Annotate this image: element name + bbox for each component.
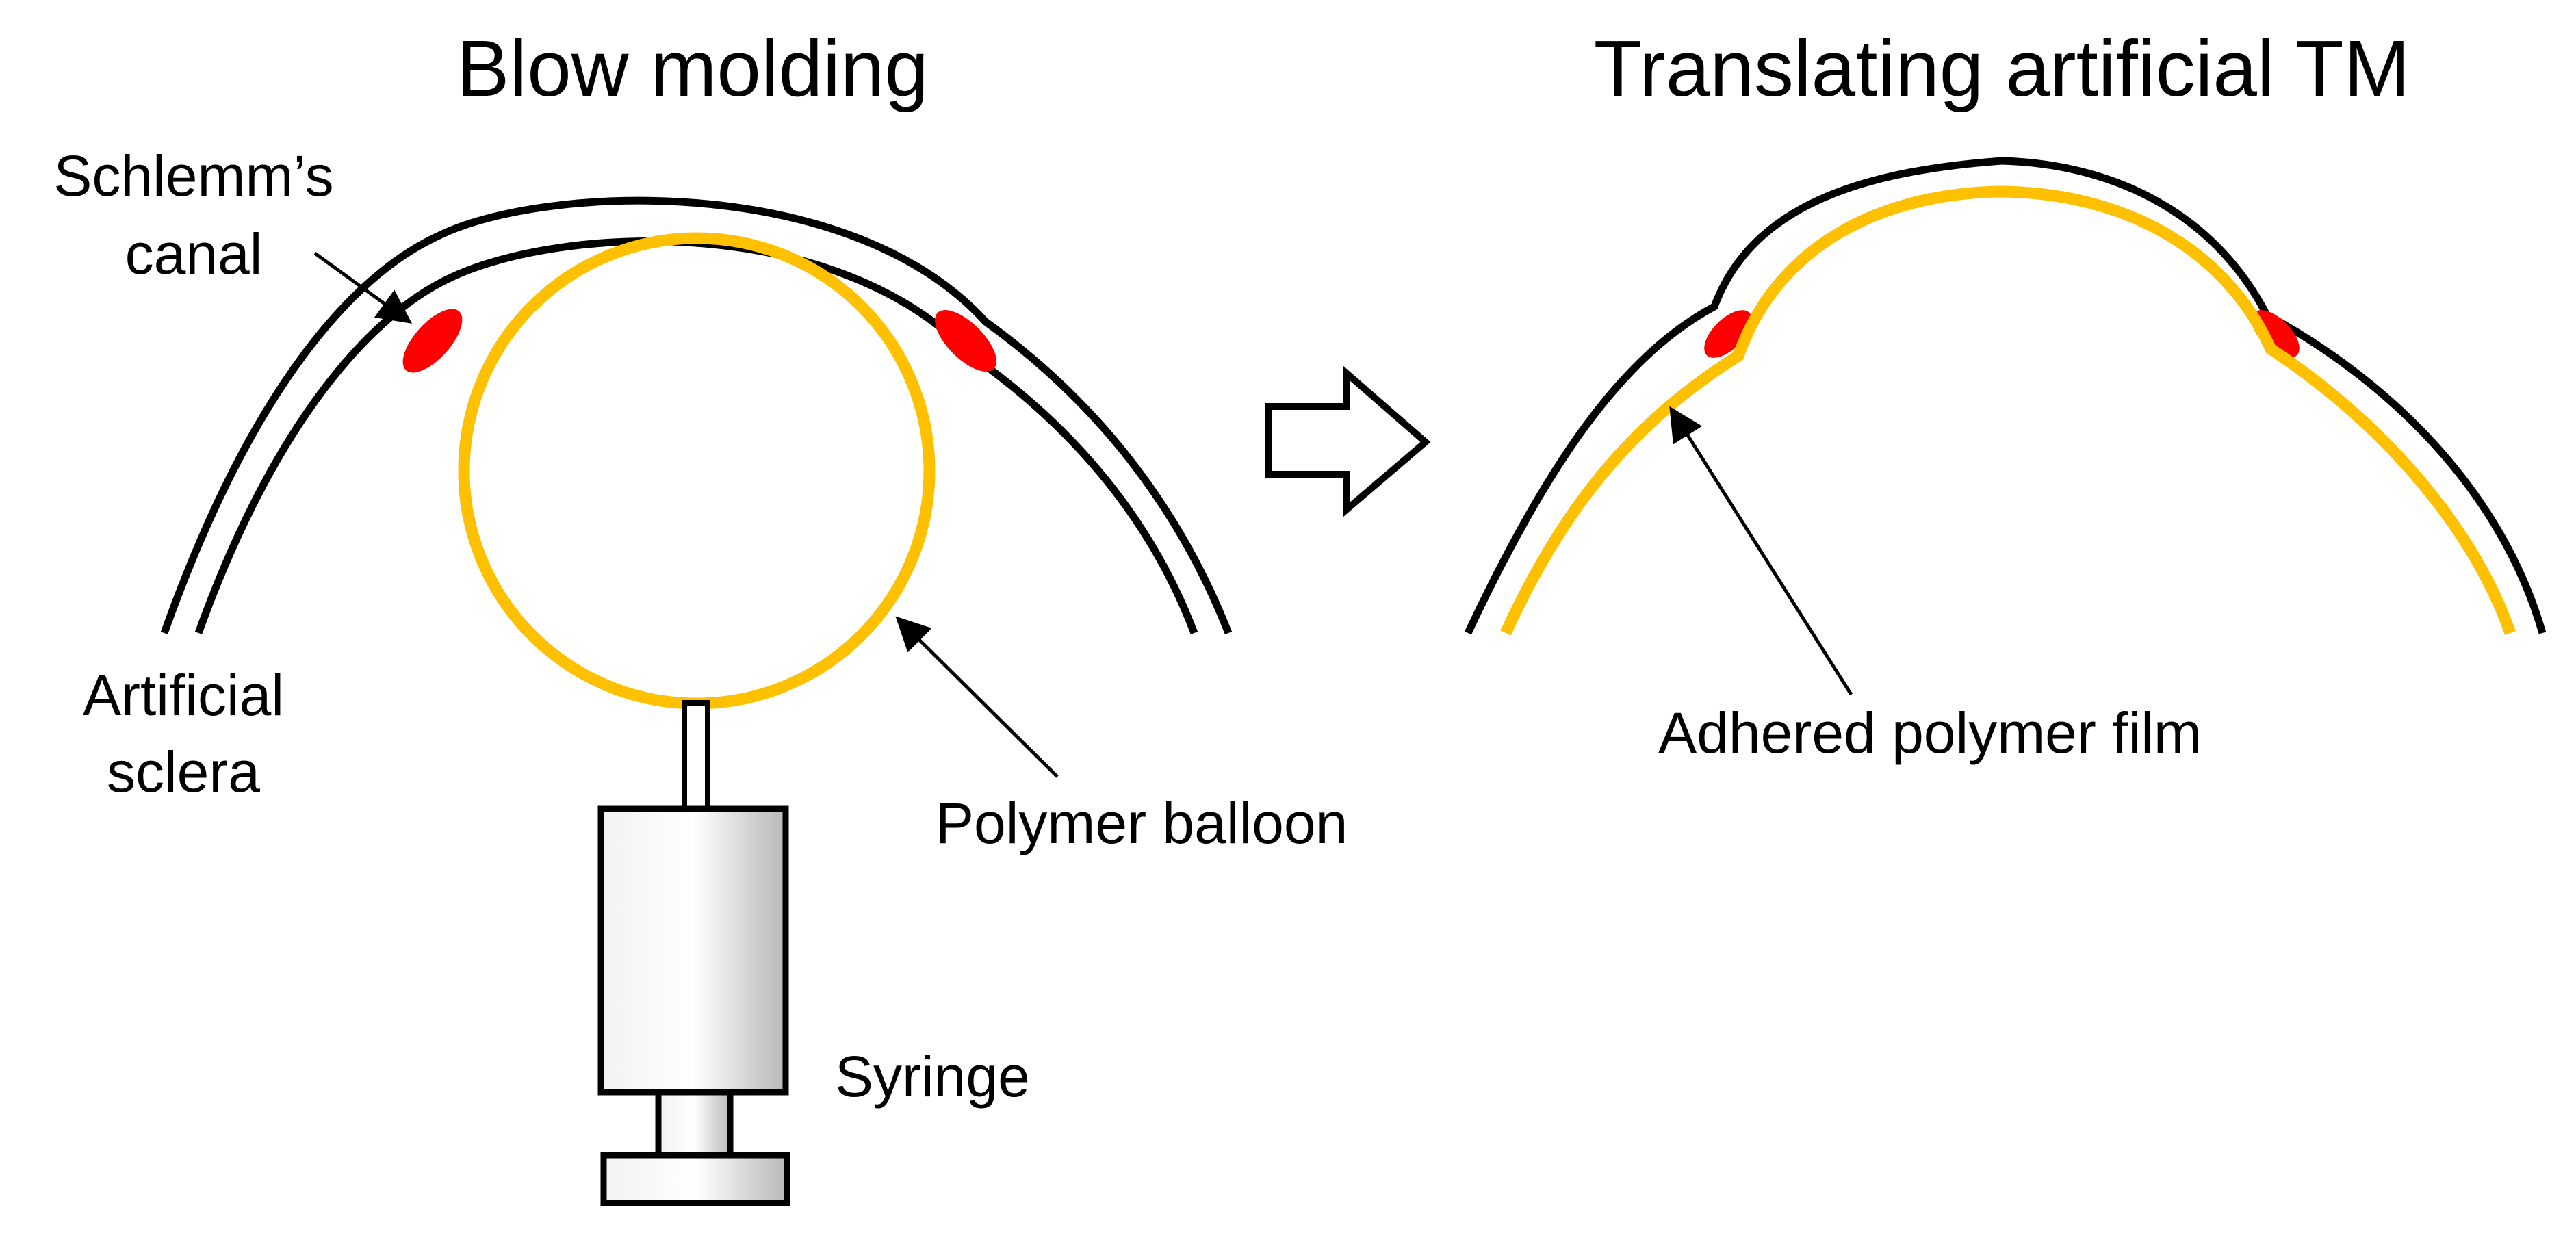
balloon-callout-arrow xyxy=(895,616,1059,778)
syringe-plunger-rod xyxy=(655,1089,734,1159)
right-sclera-outer-line xyxy=(1465,157,2547,635)
schlemm-canal-right xyxy=(935,310,996,372)
film-callout-arrow xyxy=(1669,406,1853,696)
schlemm-label-line2: canal xyxy=(125,222,263,286)
balloon-label: Polymer balloon xyxy=(936,791,1348,855)
hollow-right-arrow-icon xyxy=(1265,365,1431,517)
schlemm-callout-arrow xyxy=(313,251,413,324)
right-panel: Translating artificial TM Adhered polyme… xyxy=(1465,24,2547,765)
right-schlemm-canal-right xyxy=(2252,310,2300,358)
sclera-outer-line xyxy=(160,196,1233,635)
polymer-balloon xyxy=(458,232,936,710)
right-panel-title: Translating artificial TM xyxy=(1594,24,2410,113)
syringe xyxy=(597,700,790,1206)
syringe-needle xyxy=(682,700,710,812)
syringe-barrel xyxy=(597,805,789,1096)
syringe-label: Syringe xyxy=(835,1044,1030,1109)
schlemm-canal-left xyxy=(402,309,463,373)
right-schlemm-canal-left xyxy=(1704,310,1752,358)
adhered-polymer-film xyxy=(1500,185,2516,636)
left-panel-title: Blow molding xyxy=(456,24,929,113)
sclera-label-line2: sclera xyxy=(107,740,260,804)
film-label: Adhered polymer film xyxy=(1658,701,2202,765)
left-panel: Blow molding Schlemm’s canal Artificial … xyxy=(53,24,1348,1206)
sclera-label-line1: Artificial xyxy=(83,663,284,727)
syringe-plunger-head xyxy=(600,1152,790,1206)
schlemm-label-line1: Schlemm’s xyxy=(53,144,333,208)
